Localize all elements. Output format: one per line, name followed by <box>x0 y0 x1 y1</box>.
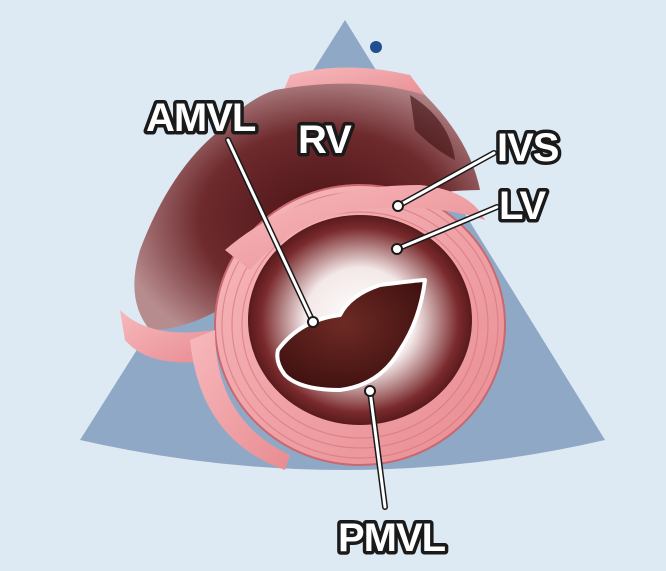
lv-pointer-dot <box>391 243 403 255</box>
myocardium-texture <box>221 191 499 459</box>
leader-lines <box>225 137 500 510</box>
mitral-valve-orifice <box>275 278 427 392</box>
label-lv: LV <box>499 184 546 228</box>
rv-fold <box>410 95 455 160</box>
label-rv: RV <box>298 118 352 162</box>
leader-dots <box>307 200 404 397</box>
amvl-pointer-dot <box>307 316 319 328</box>
lv-inferior-wall <box>190 330 290 470</box>
label-pmvl: PMVL <box>338 516 446 560</box>
pmvl-pointer-dot <box>364 385 376 397</box>
interventricular-septum <box>225 185 485 270</box>
label-amvl: AMVL <box>146 96 256 140</box>
orientation-marker <box>370 41 382 53</box>
label-ivs: IVS <box>497 126 559 170</box>
ivs-pointer-dot <box>392 200 404 212</box>
